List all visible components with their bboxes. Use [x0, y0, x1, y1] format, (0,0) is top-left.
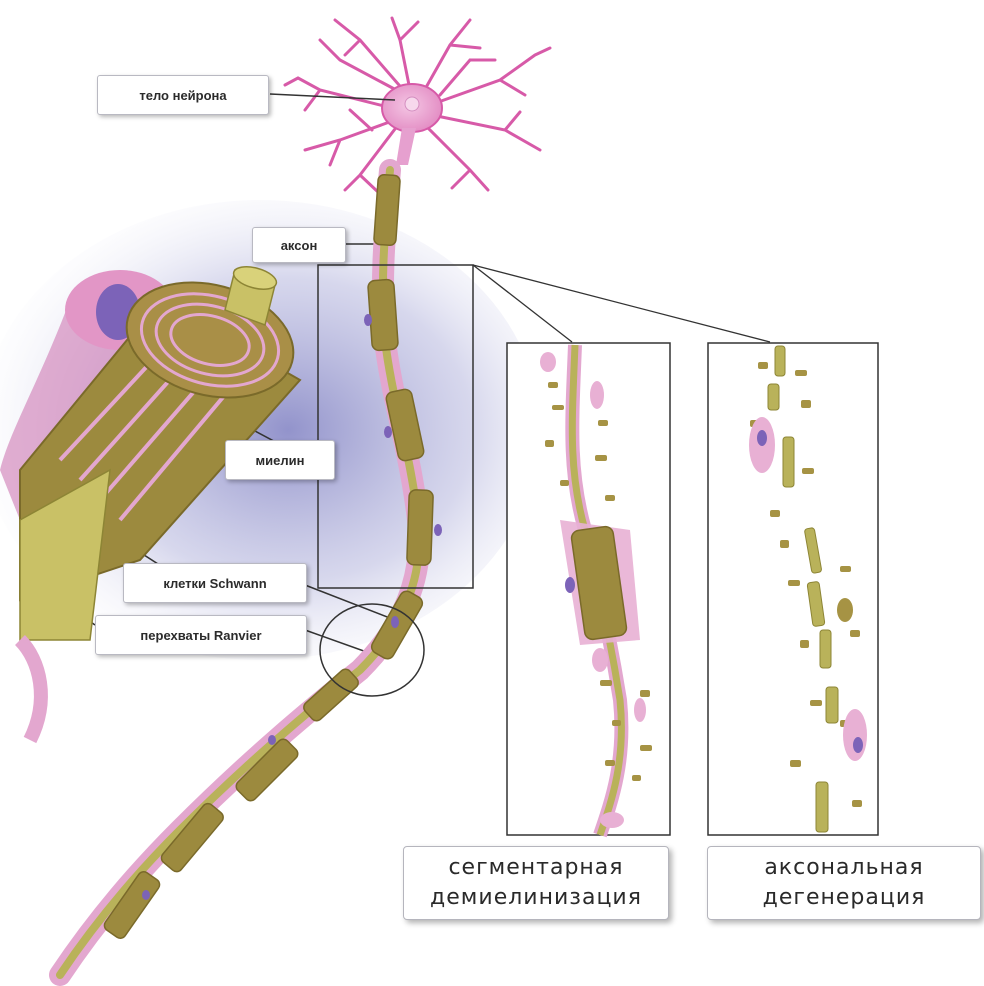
caption-axonal-line2: дегенерация: [763, 883, 926, 913]
label-myelin: миелин: [225, 440, 335, 480]
label-schwann-cells: клетки Schwann: [123, 563, 307, 603]
caption-segmental-line2: демиелинизация: [430, 883, 642, 913]
segmental-panel: [507, 343, 670, 835]
soma-nucleus: [405, 97, 419, 111]
label-axon: аксон: [252, 227, 346, 263]
caption-axonal-degeneration: аксональная дегенерация: [707, 846, 981, 920]
axonal-panel: [708, 343, 878, 835]
caption-segmental-line1: сегментарная: [448, 853, 623, 883]
caption-segmental-demyelination: сегментарная демиелинизация: [403, 846, 669, 920]
axon-hillock: [396, 128, 416, 165]
label-neuron-body: тело нейрона: [97, 75, 269, 115]
caption-axonal-line1: аксональная: [764, 853, 923, 883]
label-ranvier-nodes: перехваты Ranvier: [95, 615, 307, 655]
